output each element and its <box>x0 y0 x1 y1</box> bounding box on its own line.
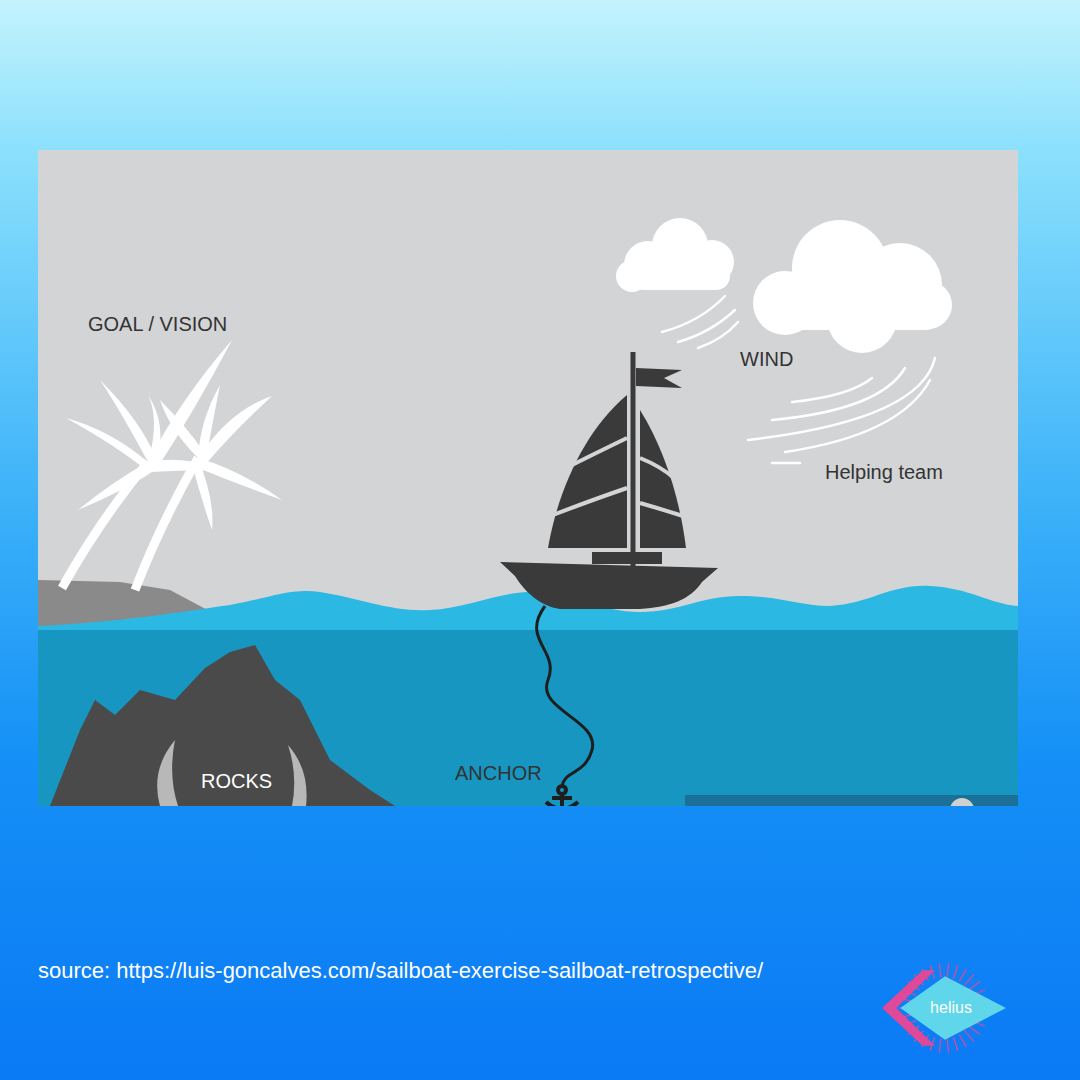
rock-highlight <box>157 740 178 806</box>
goal-label: GOAL / VISION <box>88 312 227 336</box>
anchor-symbol <box>546 786 578 806</box>
wind-label: WIND <box>740 347 793 371</box>
wind-meaning-label: Helping team <box>825 460 943 484</box>
waves <box>38 586 1018 632</box>
wind-lines <box>662 296 935 463</box>
rocks <box>50 645 395 806</box>
clouds <box>616 218 952 353</box>
rock-highlight <box>288 745 307 806</box>
sailboat <box>500 352 718 609</box>
logo-diamond: helius <box>878 962 1010 1054</box>
source-caption: source: https://luis-goncalves.com/sailb… <box>38 958 763 984</box>
logo-text: helius <box>916 999 972 1017</box>
deep-water <box>38 630 1018 806</box>
rocks-label: ROCKS <box>201 769 272 793</box>
anchor-rope <box>537 606 593 786</box>
palm-trees <box>62 340 282 590</box>
strip-icon <box>950 798 974 806</box>
anchor-label: ANCHOR <box>455 761 542 785</box>
sky-panel <box>38 150 1018 806</box>
